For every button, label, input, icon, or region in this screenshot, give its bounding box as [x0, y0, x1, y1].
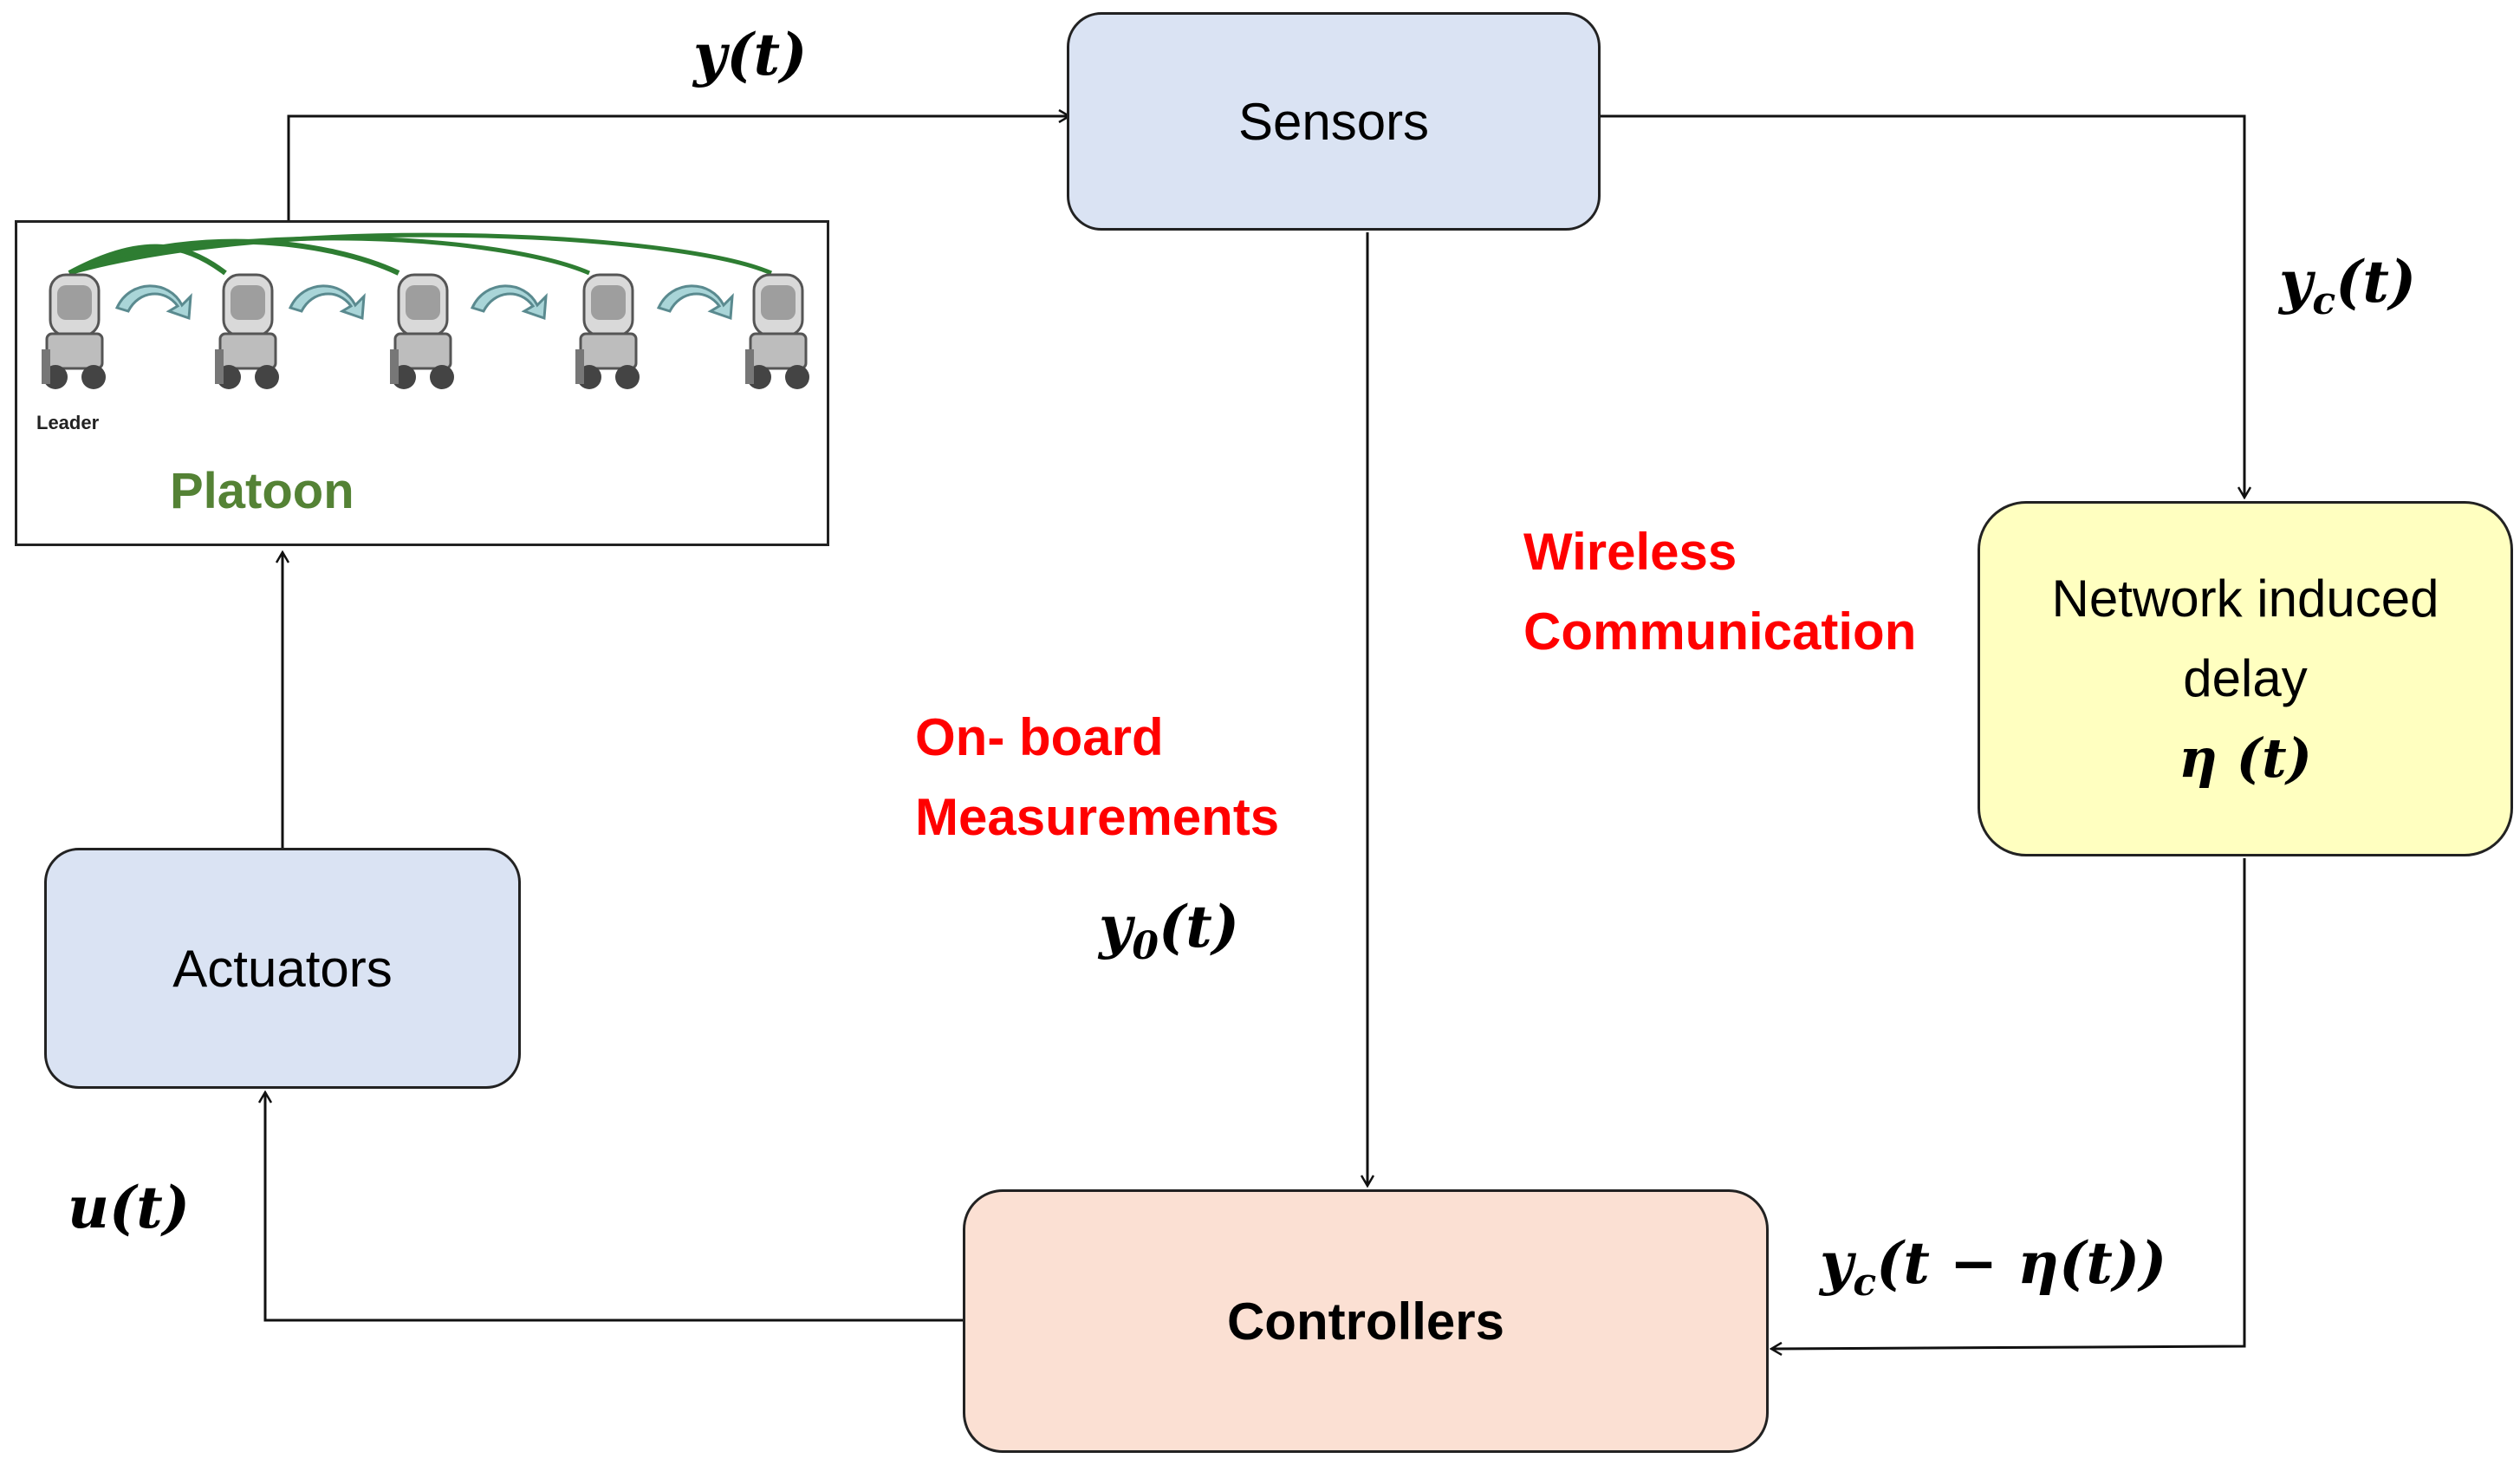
- vehicle-icon: [737, 266, 820, 405]
- vehicle-icon: [381, 266, 464, 405]
- wireless-label-line1: Wireless: [1523, 523, 1737, 581]
- controllers-to-actuators-line: [265, 1092, 963, 1322]
- platoon-to-sensors-line: [287, 116, 1069, 220]
- signal-yc-argument: (t): [2335, 248, 2417, 316]
- signal-yc-symbol: y: [2279, 248, 2313, 316]
- network-delay-label-line1: Network induced: [2051, 570, 2439, 628]
- signal-y0-argument: (t): [1158, 893, 1239, 960]
- network-delay-symbol: η (t): [2179, 726, 2312, 790]
- actuators-block: Actuators: [44, 848, 521, 1089]
- network-delay-block: Network induced delay η (t): [1978, 501, 2513, 856]
- platoon-label: Platoon: [170, 463, 354, 519]
- wireless-label-line2: Communication: [1523, 602, 1917, 661]
- actuators-label: Actuators: [172, 939, 393, 998]
- signal-yc-delayed-symbol: y: [1820, 1229, 1854, 1297]
- leader-label: Leader: [36, 412, 100, 433]
- signal-yc-delayed-label: yc(t − η(t)): [1820, 1229, 2166, 1305]
- signal-y0-label: y0(t): [1099, 893, 1239, 968]
- onboard-label-line1: On- board: [915, 708, 1164, 766]
- controllers-block: Controllers: [963, 1189, 1769, 1453]
- signal-u-label: u(t): [68, 1174, 190, 1241]
- signal-y0-subscript: 0: [1132, 924, 1159, 969]
- signal-yc-delayed-subscript: c: [1853, 1260, 1877, 1305]
- vehicle-icon: [33, 266, 116, 405]
- platoon-block: Leader Platoon: [15, 220, 829, 546]
- signal-yc-label: yc(t): [2279, 248, 2416, 323]
- controllers-label: Controllers: [1226, 1292, 1505, 1351]
- signal-yc-subscript: c: [2312, 279, 2336, 324]
- network-to-controllers-line: [1771, 858, 2246, 1349]
- onboard-label-line2: Measurements: [915, 788, 1280, 846]
- network-delay-label-line2: delay: [2183, 649, 2308, 707]
- sensors-to-network-line: [1601, 114, 2244, 498]
- sensors-label: Sensors: [1237, 92, 1430, 151]
- platoon-link-arrows: [68, 232, 772, 321]
- vehicle-icon: [567, 266, 650, 405]
- sensors-block: Sensors: [1067, 12, 1601, 231]
- vehicle-icon: [206, 266, 289, 405]
- signal-y-label: y(t): [693, 21, 808, 88]
- signal-yc-delayed-argument: (t − η(t)): [1876, 1229, 2167, 1297]
- signal-y0-symbol: y: [1099, 893, 1133, 960]
